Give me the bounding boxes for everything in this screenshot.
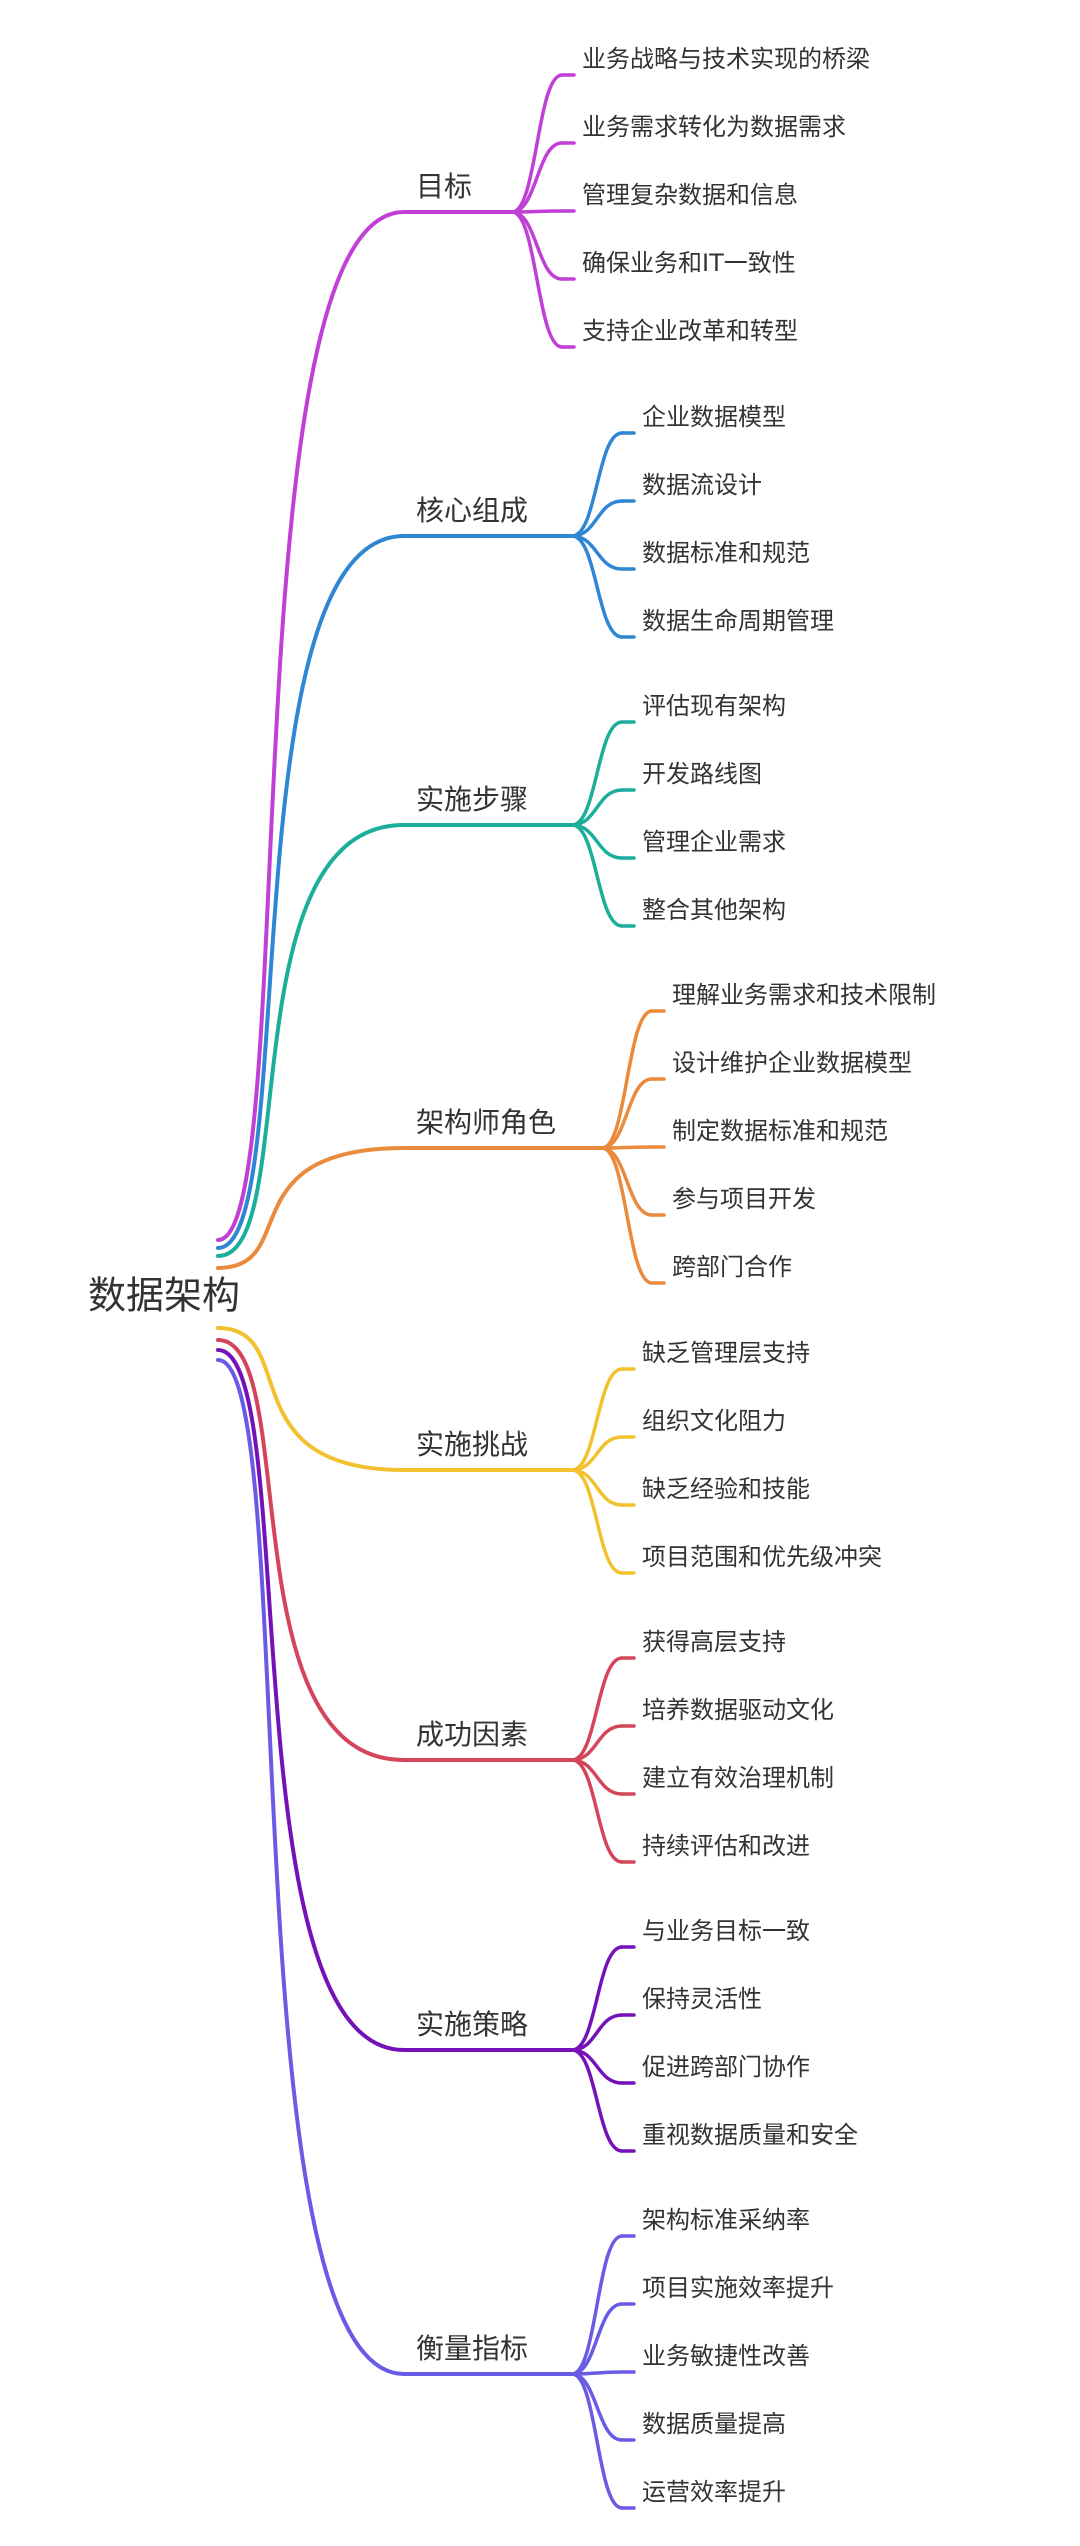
- leaf-node: 数据生命周期管理: [642, 607, 834, 635]
- leaf-connector: [600, 1146, 654, 1285]
- leaf-node: 跨部门合作: [672, 1253, 792, 1281]
- leaf-connector: [510, 209, 564, 214]
- leaf-node: 促进跨部门协作: [642, 2053, 810, 2081]
- leaf-connector: [570, 1367, 624, 1472]
- leaf-node: 数据标准和规范: [642, 539, 810, 567]
- leaf-connector: [600, 1077, 654, 1150]
- leaf-connector: [570, 1435, 624, 1472]
- root-connector-4: [216, 1146, 406, 1270]
- root-connector-2: [216, 534, 406, 1250]
- leaf-connector: [570, 1656, 624, 1762]
- leaf-connector: [600, 1145, 654, 1150]
- leaf-node: 理解业务需求和技术限制: [672, 981, 936, 1009]
- root-connector-1: [216, 210, 406, 1242]
- branch-node: 架构师角色: [416, 1106, 556, 1139]
- leaf-node: 持续评估和改进: [642, 1832, 810, 1860]
- leaf-node: 开发路线图: [642, 760, 762, 788]
- branch-node: 核心组成: [416, 494, 528, 527]
- leaf-node: 业务敏捷性改善: [642, 2342, 810, 2370]
- root-connector-8: [216, 1358, 406, 2376]
- leaf-node: 企业数据模型: [642, 403, 786, 431]
- leaf-node: 组织文化阻力: [642, 1407, 786, 1435]
- leaf-connector: [570, 2302, 624, 2376]
- leaf-node: 与业务目标一致: [642, 1917, 810, 1945]
- leaf-node: 重视数据质量和安全: [642, 2121, 858, 2149]
- leaf-connector: [570, 2048, 624, 2153]
- leaf-connector: [570, 2370, 624, 2376]
- leaf-node: 缺乏经验和技能: [642, 1475, 810, 1503]
- branch-node: 衡量指标: [416, 2332, 528, 2365]
- leaf-connector: [570, 1724, 624, 1762]
- branch-node: 目标: [416, 170, 472, 203]
- leaf-connector: [570, 431, 624, 538]
- leaf-node: 整合其他架构: [642, 896, 786, 924]
- leaf-connector: [570, 2372, 624, 2442]
- leaf-node: 缺乏管理层支持: [642, 1339, 810, 1367]
- leaf-node: 管理企业需求: [642, 828, 786, 856]
- leaf-node: 项目范围和优先级冲突: [642, 1543, 882, 1571]
- root-connector-5: [216, 1326, 406, 1472]
- leaf-connector: [570, 499, 624, 538]
- root-connector-6: [216, 1338, 406, 1762]
- leaf-node: 获得高层支持: [642, 1628, 786, 1656]
- nodes: 数据架构 目标 业务战略与技术实现的桥梁业务需求转化为数据需求管理复杂数据和信息确…: [88, 45, 936, 2506]
- leaf-connector: [570, 2013, 624, 2052]
- root-connector-3: [216, 823, 406, 1258]
- leaf-node: 数据流设计: [642, 471, 762, 499]
- root-node: 数据架构: [88, 1274, 240, 1318]
- branch-node: 实施策略: [416, 2008, 528, 2041]
- leaf-connector: [510, 73, 564, 214]
- leaf-connector: [570, 1758, 624, 1864]
- connectors: [216, 73, 666, 2510]
- leaf-node: 架构标准采纳率: [642, 2206, 810, 2234]
- leaf-node: 运营效率提升: [642, 2478, 786, 2506]
- leaf-connector: [570, 1468, 624, 1575]
- leaf-connector: [600, 1146, 654, 1217]
- leaf-connector: [510, 210, 564, 281]
- leaf-node: 项目实施效率提升: [642, 2274, 834, 2302]
- leaf-connector: [570, 788, 624, 827]
- branch-node: 成功因素: [416, 1718, 528, 1751]
- branch-node: 实施步骤: [416, 783, 528, 816]
- leaf-connector: [570, 2372, 624, 2510]
- root-connector-7: [216, 1348, 406, 2052]
- leaf-node: 培养数据驱动文化: [642, 1696, 834, 1724]
- leaf-connector: [570, 720, 624, 827]
- leaf-connector: [570, 2234, 624, 2376]
- leaf-connector: [570, 1945, 624, 2052]
- leaf-node: 数据质量提高: [642, 2410, 786, 2438]
- leaf-connector: [510, 210, 564, 349]
- leaf-connector: [510, 141, 564, 214]
- leaf-node: 制定数据标准和规范: [672, 1117, 888, 1145]
- leaf-node: 设计维护企业数据模型: [672, 1049, 912, 1077]
- leaf-connector: [570, 534, 624, 639]
- leaf-node: 保持灵活性: [642, 1985, 762, 2013]
- leaf-node: 确保业务和IT一致性: [582, 249, 796, 277]
- leaf-node: 支持企业改革和转型: [582, 317, 798, 345]
- leaf-connector: [570, 823, 624, 928]
- leaf-connector: [600, 1009, 654, 1150]
- branch-node: 实施挑战: [416, 1428, 528, 1461]
- leaf-node: 建立有效治理机制: [642, 1764, 834, 1792]
- leaf-node: 管理复杂数据和信息: [582, 181, 798, 209]
- leaf-node: 评估现有架构: [642, 692, 786, 720]
- leaf-node: 业务需求转化为数据需求: [582, 113, 846, 141]
- leaf-node: 业务战略与技术实现的桥梁: [582, 45, 870, 73]
- leaf-node: 参与项目开发: [672, 1185, 816, 1213]
